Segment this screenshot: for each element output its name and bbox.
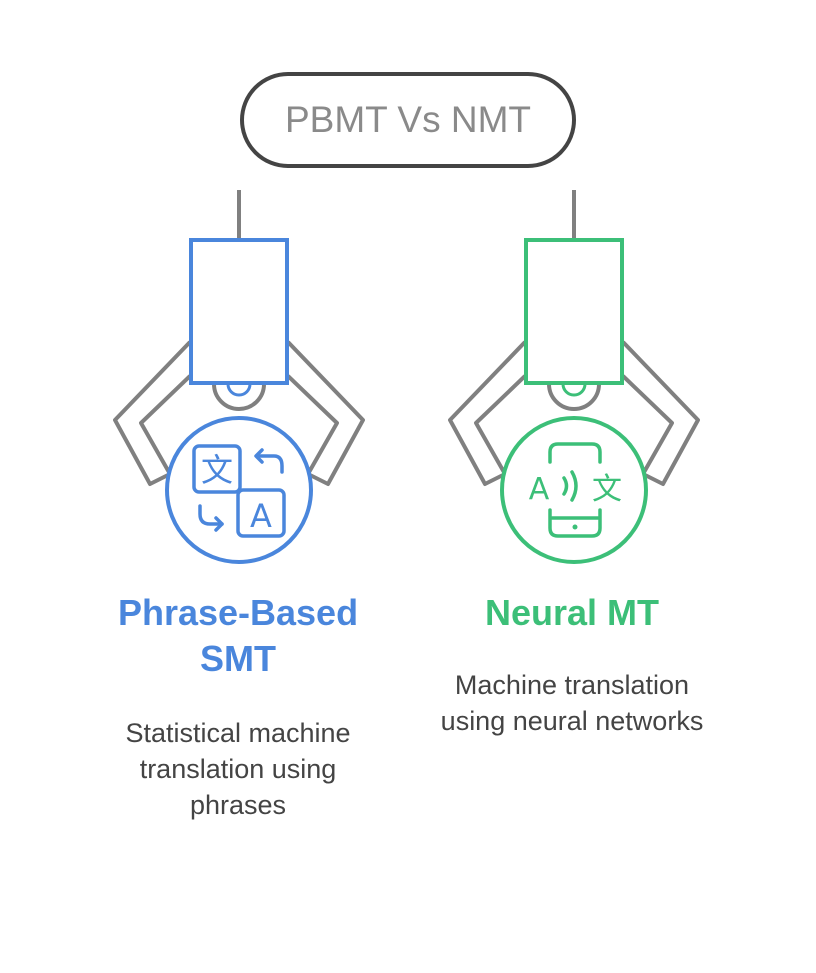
- left-icon-glyph-target: A: [250, 497, 272, 535]
- diagram-title: PBMT Vs NMT: [285, 99, 531, 140]
- left-claw-prong-outer-right: [286, 340, 365, 486]
- right-icon-glyph-source: A: [529, 472, 550, 507]
- left-heading: Phrase-Based SMT: [117, 592, 359, 679]
- right-claw: A 文: [448, 190, 700, 564]
- right-heading: Neural MT: [484, 592, 660, 633]
- translate-icon: [192, 444, 286, 538]
- phone-home-dot: [572, 524, 578, 530]
- right-arm-body: [524, 238, 624, 385]
- left-icon-glyph-source: 文: [201, 451, 233, 489]
- right-description: Machine translation using neural network…: [440, 670, 704, 736]
- right-icon-glyph-target: 文: [592, 472, 622, 507]
- left-claw: 文 A: [113, 190, 365, 564]
- right-claw-prong-outer-right: [621, 340, 700, 486]
- left-description: Statistical machine translation using ph…: [125, 718, 351, 820]
- left-claw-prong-outer-left: [113, 340, 192, 486]
- left-arm-body: [189, 238, 289, 385]
- phone-translate-icon: [548, 442, 602, 538]
- right-claw-prong-outer-left: [448, 340, 527, 486]
- title-pill: PBMT Vs NMT: [240, 72, 576, 168]
